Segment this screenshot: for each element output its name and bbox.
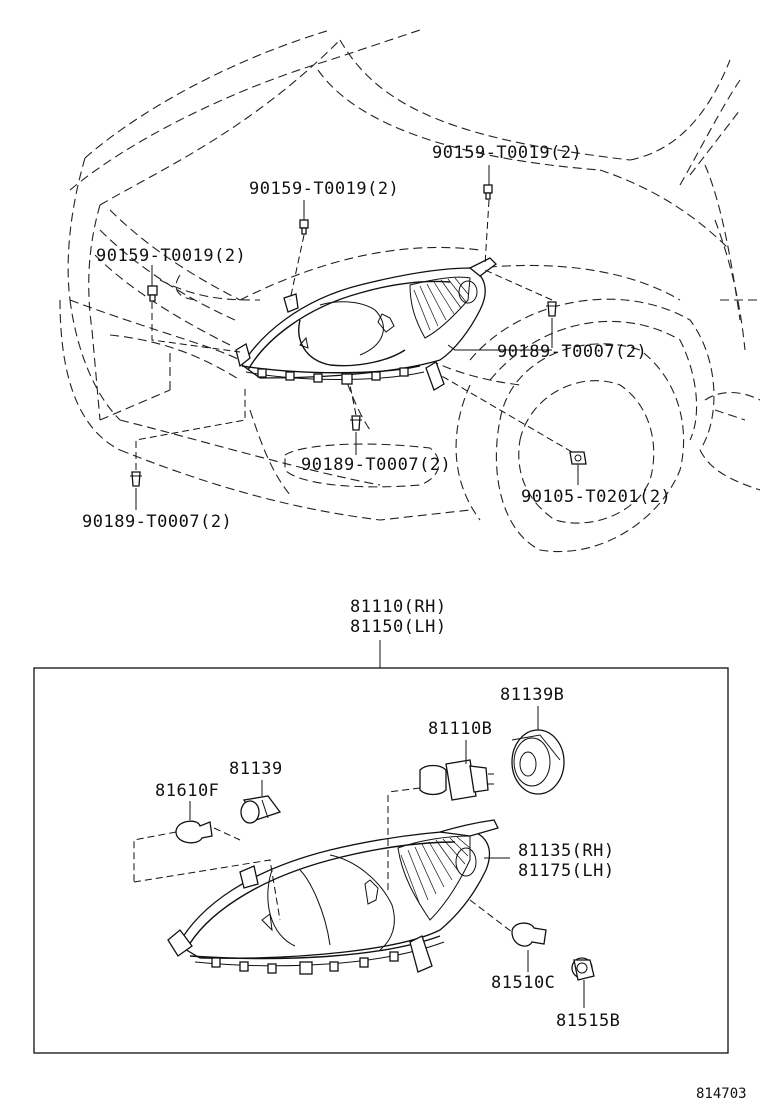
exploded-trim-teeth bbox=[211, 951, 399, 975]
label-clip-right: 90189-T0007(2) bbox=[497, 342, 647, 362]
screw-clip-left-icon bbox=[147, 285, 158, 302]
label-screw-clip-top-right: 90159-T0019(2) bbox=[432, 143, 582, 163]
label-screw-clip-top-center: 90159-T0019(2) bbox=[249, 179, 399, 199]
label-small-socket: 81139 bbox=[229, 759, 283, 779]
bolt-fender-icon bbox=[569, 451, 587, 465]
label-assembly-lh: 81150(LH) bbox=[350, 617, 447, 637]
clip-lower-left-icon bbox=[130, 471, 142, 487]
label-turn-bulb: 81510C bbox=[491, 973, 555, 993]
turn-socket-81515b-icon bbox=[571, 957, 595, 981]
small-socket-81139-icon bbox=[240, 795, 282, 824]
label-clip-lower-left: 90189-T0007(2) bbox=[82, 512, 232, 532]
label-bolt-fender: 90105-T0201(2) bbox=[521, 487, 671, 507]
clip-right-icon bbox=[546, 301, 558, 317]
halogen-bulb-81110b-icon bbox=[419, 759, 494, 801]
turn-bulb-81510c-icon bbox=[511, 922, 547, 947]
figure-code: 814703 bbox=[696, 1086, 747, 1102]
installed-headlamp bbox=[235, 257, 497, 391]
label-assembly-rh: 81110(RH) bbox=[350, 597, 447, 617]
label-housing-rh: 81135(RH) bbox=[518, 841, 615, 861]
socket-cover-81139b-icon bbox=[511, 729, 565, 795]
lower-leaders bbox=[133, 706, 585, 1008]
label-socket-cover: 81139B bbox=[500, 685, 564, 705]
installed-trim-teeth bbox=[257, 367, 409, 385]
installed-amber-hatch bbox=[409, 276, 471, 339]
upper-leaders bbox=[135, 165, 579, 510]
label-screw-clip-left: 90159-T0019(2) bbox=[96, 246, 246, 266]
exploded-headlamp bbox=[167, 819, 499, 975]
screw-clip-top-right-icon bbox=[483, 184, 493, 200]
small-bulb-81610f-icon bbox=[175, 820, 213, 844]
label-small-bulb: 81610F bbox=[155, 781, 219, 801]
screw-clip-top-center-icon bbox=[299, 219, 309, 235]
exploded-amber-hatch bbox=[397, 835, 471, 921]
label-turn-socket: 81515B bbox=[556, 1011, 620, 1031]
label-clip-lower-center: 90189-T0007(2) bbox=[301, 455, 451, 475]
vehicle-outline bbox=[59, 29, 760, 552]
clip-lower-center-icon bbox=[350, 415, 362, 431]
label-housing-lh: 81175(LH) bbox=[518, 861, 615, 881]
label-halogen-bulb: 81110B bbox=[428, 719, 492, 739]
exploded-view-frame bbox=[33, 667, 729, 1054]
